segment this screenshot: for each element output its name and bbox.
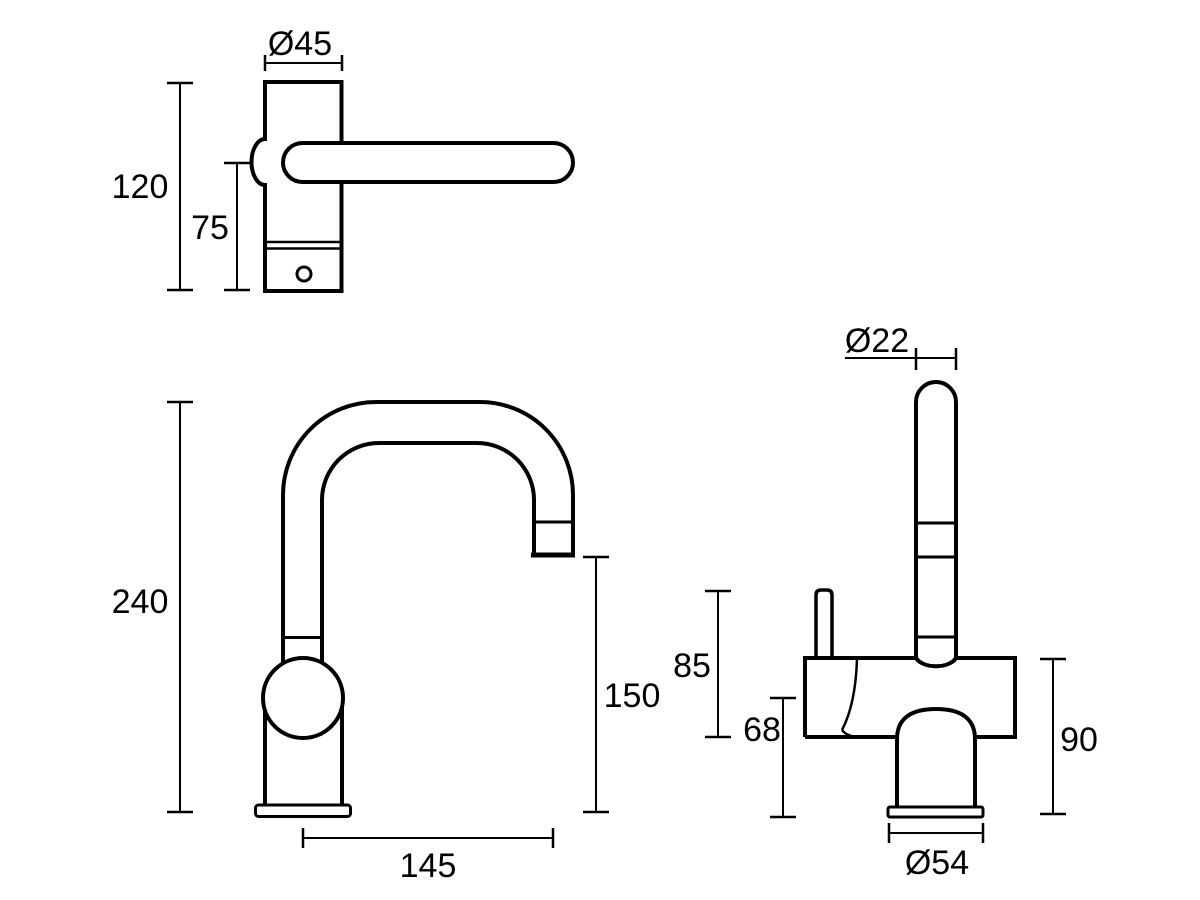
dim-side-overall-height: 240 — [112, 400, 193, 814]
dim-side-reach: 145 — [301, 828, 555, 885]
side-spout-inner — [320, 441, 536, 668]
dim-top-overall-height: 120 — [112, 81, 193, 292]
dim-tick — [887, 823, 985, 843]
front-pipe-joint-lines — [916, 521, 956, 639]
side-ball-joint — [261, 656, 345, 740]
dim-label-front-handle: 85 — [673, 647, 711, 685]
front-lever-handle — [814, 588, 834, 660]
front-bell-sides — [895, 737, 977, 808]
side-spout-outer — [281, 400, 575, 668]
dim-label-front-body: 90 — [1060, 721, 1098, 759]
front-escutcheon-foot — [841, 729, 859, 739]
dim-label-front-base-dia: Ø54 — [905, 844, 969, 882]
dim-label-front-inlet: 68 — [743, 711, 781, 749]
dim-tick — [167, 400, 193, 814]
dim-label-side-reach: 145 — [400, 847, 457, 885]
top-screw-hole — [295, 265, 313, 283]
front-base-flange — [886, 805, 985, 819]
dim-front-body-height: 90 — [1040, 657, 1098, 816]
dim-label-front-spout-dia: Ø22 — [845, 322, 909, 360]
dim-label-top-overall: 120 — [112, 168, 169, 206]
dim-tick — [224, 161, 250, 292]
dim-front-base-diameter: Ø54 — [887, 823, 985, 882]
view-side-elevation: 240 150 145 — [112, 400, 661, 885]
dim-tick — [770, 696, 796, 819]
dim-tick — [1040, 657, 1066, 816]
view-front-elevation: Ø22 85 68 90 Ø54 — [673, 322, 1098, 882]
dim-label-side-outlet: 150 — [604, 677, 661, 715]
dim-top-body-height: 75 — [191, 161, 250, 292]
dim-side-outlet-height: 150 — [583, 555, 661, 814]
dim-tick — [301, 828, 555, 848]
dim-tick — [167, 81, 193, 292]
dim-front-handle-height: 85 — [673, 589, 731, 739]
dim-top-diameter: Ø45 — [263, 25, 344, 71]
dim-label-top-body: 75 — [191, 209, 229, 247]
dim-tick — [914, 348, 958, 370]
dim-tick — [583, 555, 609, 814]
top-body-outline — [249, 80, 344, 293]
front-body-fill — [805, 658, 1015, 737]
dim-front-spout-diameter: Ø22 — [845, 322, 958, 370]
view-top-plan: Ø45 120 75 — [112, 25, 575, 293]
dim-tick — [705, 589, 731, 739]
dim-label-side-overall: 240 — [112, 583, 169, 621]
dim-tick — [263, 55, 344, 71]
side-base-flange — [254, 803, 352, 818]
front-escutcheon-curve — [840, 658, 859, 731]
dim-front-inlet-height: 68 — [743, 696, 796, 819]
dim-label-top-diameter: Ø45 — [268, 25, 332, 63]
top-handle-lever — [281, 141, 575, 184]
front-bell-dome — [895, 706, 977, 740]
